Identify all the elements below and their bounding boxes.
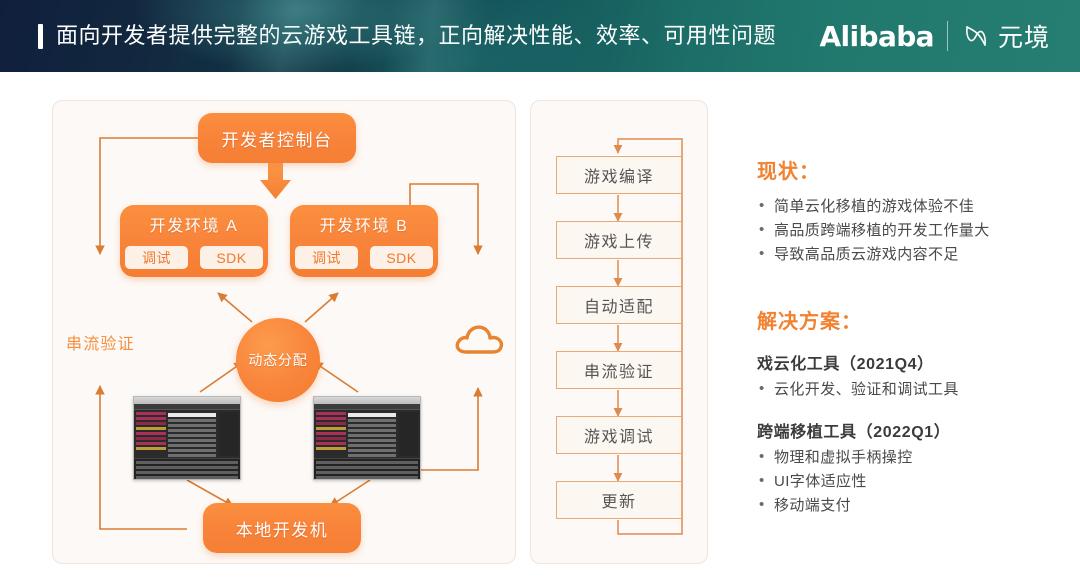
node-dynamic-allocation[interactable]: 动态分配 <box>236 318 320 402</box>
editor-a-titlebar <box>134 397 240 404</box>
solution-2-item-1: 物理和虚拟手柄操控 <box>757 445 913 470</box>
env-a-title: 开发环境 A <box>149 218 239 235</box>
solution-2-item-2: UI字体适应性 <box>757 469 913 494</box>
solution-heading: 解决方案： <box>757 311 862 333</box>
editor-b-body <box>314 410 420 458</box>
node-dev-environment-b[interactable]: 开发环境 B 调试 SDK <box>290 205 438 277</box>
editor-b-tabbar <box>314 404 420 410</box>
editor-b-sidebar <box>399 412 418 456</box>
brand-logo: Alibaba 元境 <box>819 16 1050 56</box>
status-item-1: 简单云化移植的游戏体验不佳 <box>757 194 990 219</box>
node-dev-environment-a[interactable]: 开发环境 A 调试 SDK <box>120 205 268 277</box>
env-b-chip-debug[interactable]: 调试 <box>295 246 358 269</box>
status-heading: 现状： <box>757 161 820 183</box>
node-local-dev-machine[interactable]: 本地开发机 <box>203 503 361 553</box>
env-b-chips: 调试 SDK <box>290 246 438 269</box>
editor-a-list <box>168 413 216 459</box>
node-developer-console[interactable]: 开发者控制台 <box>198 113 356 163</box>
editor-b-titlebar <box>314 397 420 404</box>
title-accent-bar <box>38 24 43 49</box>
cloud-icon <box>452 318 508 365</box>
butterfly-loop-icon <box>966 26 986 46</box>
editor-a-console <box>134 458 240 479</box>
solution-group-1-title: 戏云化工具（2021Q4） <box>757 356 934 373</box>
solution-1-item-1: 云化开发、验证和调试工具 <box>757 377 959 402</box>
editor-a-tree <box>136 412 166 452</box>
flow-step-1[interactable]: 游戏编译 <box>556 156 682 194</box>
editor-b-tree <box>316 412 346 452</box>
editor-b-list <box>348 413 396 459</box>
editor-screenshot-b <box>313 396 421 480</box>
editor-a-body <box>134 410 240 458</box>
flow-step-5[interactable]: 游戏调试 <box>556 416 682 454</box>
alibaba-wordmark: Alibaba <box>819 19 934 53</box>
editor-a-sidebar <box>219 412 238 456</box>
flow-step-6[interactable]: 更新 <box>556 481 682 519</box>
yuanjing-label: 元境 <box>997 24 1050 52</box>
flow-step-2[interactable]: 游戏上传 <box>556 221 682 259</box>
flow-step-3[interactable]: 自动适配 <box>556 286 682 324</box>
flow-step-4[interactable]: 串流验证 <box>556 351 682 389</box>
env-a-chip-debug[interactable]: 调试 <box>125 246 188 269</box>
yuanjing-logo: 元境 <box>961 18 1050 54</box>
solution-group-2-title: 跨端移植工具（2022Q1） <box>757 424 951 441</box>
status-list: 简单云化移植的游戏体验不佳 高品质跨端移植的开发工作量大 导致高品质云游戏内容不… <box>757 194 990 267</box>
logo-divider <box>946 21 948 51</box>
editor-a-tabbar <box>134 404 240 410</box>
slide-header: 面向开发者提供完整的云游戏工具链，正向解决性能、效率、可用性问题 Alibaba… <box>0 0 1080 72</box>
page-title: 面向开发者提供完整的云游戏工具链，正向解决性能、效率、可用性问题 <box>56 23 777 48</box>
env-a-chips: 调试 SDK <box>120 246 268 269</box>
env-b-title: 开发环境 B <box>319 218 409 235</box>
solution-group-2-list: 物理和虚拟手柄操控 UI字体适应性 移动端支付 <box>757 445 913 518</box>
status-item-3: 导致高品质云游戏内容不足 <box>757 242 990 267</box>
solution-2-item-3: 移动端支付 <box>757 493 913 518</box>
editor-screenshot-a <box>133 396 241 480</box>
env-b-chip-sdk[interactable]: SDK <box>370 246 433 269</box>
env-a-chip-sdk[interactable]: SDK <box>200 246 263 269</box>
status-item-2: 高品质跨端移植的开发工作量大 <box>757 218 990 243</box>
editor-b-console <box>314 458 420 479</box>
solution-group-1-list: 云化开发、验证和调试工具 <box>757 377 959 402</box>
label-stream-verification: 串流验证 <box>66 336 135 353</box>
